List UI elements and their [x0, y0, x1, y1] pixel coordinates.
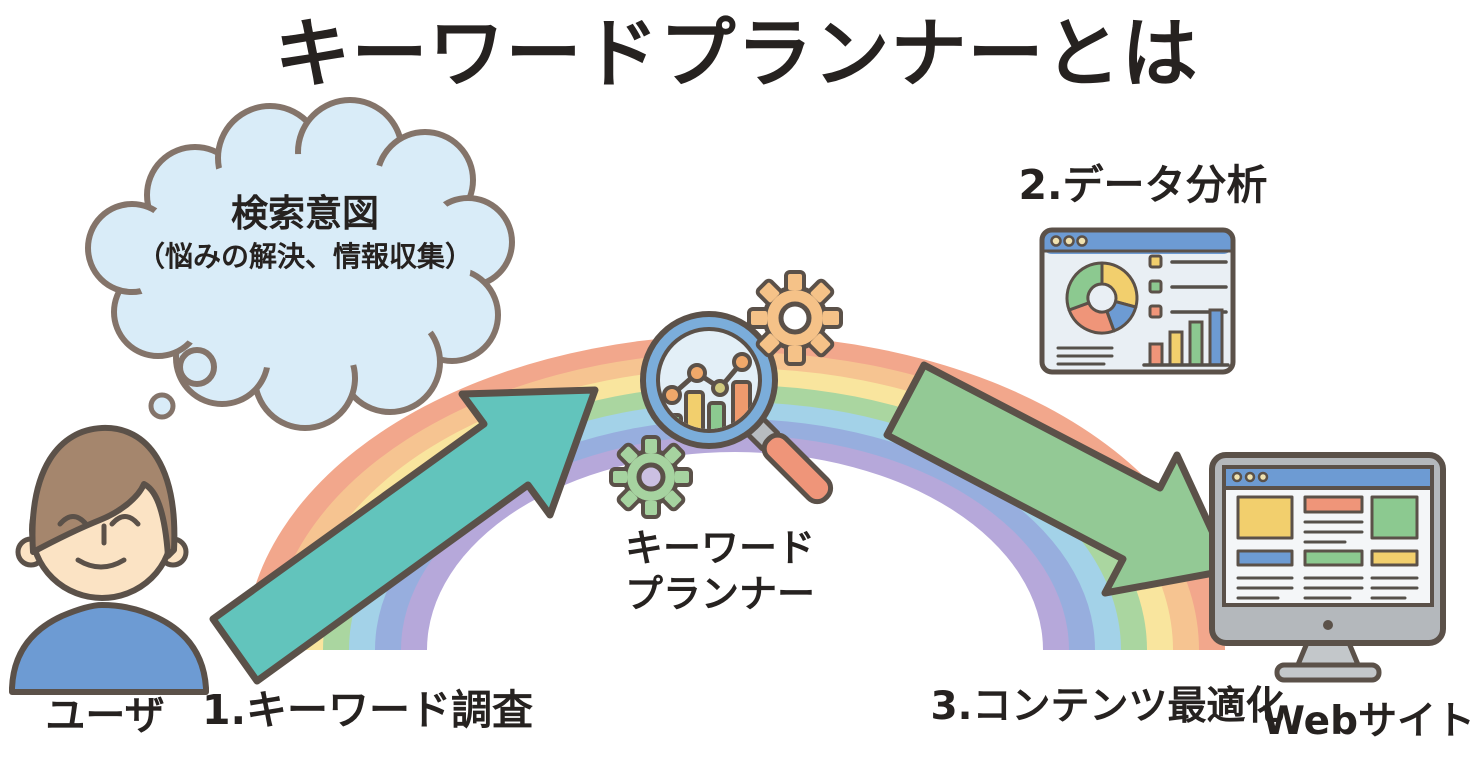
arrow-step1-icon: [209, 386, 599, 685]
thought-bubble-icon: [85, 97, 515, 431]
website-label: Webサイト: [1262, 699, 1473, 744]
donut-chart-icon: [1065, 261, 1139, 335]
webpage-blocks: [1236, 495, 1419, 567]
gear-orange-icon: [747, 270, 843, 366]
arrow-step3-icon: [883, 361, 1234, 597]
analytics-dashboard-icon: [1039, 227, 1236, 375]
step1-label: 1.キーワード調査: [201, 686, 534, 734]
user-avatar-icon: [9, 424, 209, 695]
user-label: ユーザ: [45, 693, 165, 739]
magnifier-chart-icon: [640, 311, 834, 505]
thought-bubble-text-line1: 検索意図: [231, 192, 379, 235]
step3-label: 3.コンテンツ最適化: [930, 684, 1285, 729]
mini-bar-chart-icon: [1142, 308, 1230, 367]
keyword-planner-label-line1: キーワード: [624, 526, 815, 570]
desktop-monitor-icon: [1209, 452, 1446, 683]
gear-green-icon: [609, 435, 693, 519]
page-title: キーワードプランナーとは: [274, 9, 1199, 98]
thought-bubble-text-line2: （悩みの解決、情報収集）: [136, 240, 473, 273]
keyword-planner-label-line2: プランナー: [624, 572, 815, 616]
step2-label: 2.データ分析: [1018, 161, 1268, 209]
